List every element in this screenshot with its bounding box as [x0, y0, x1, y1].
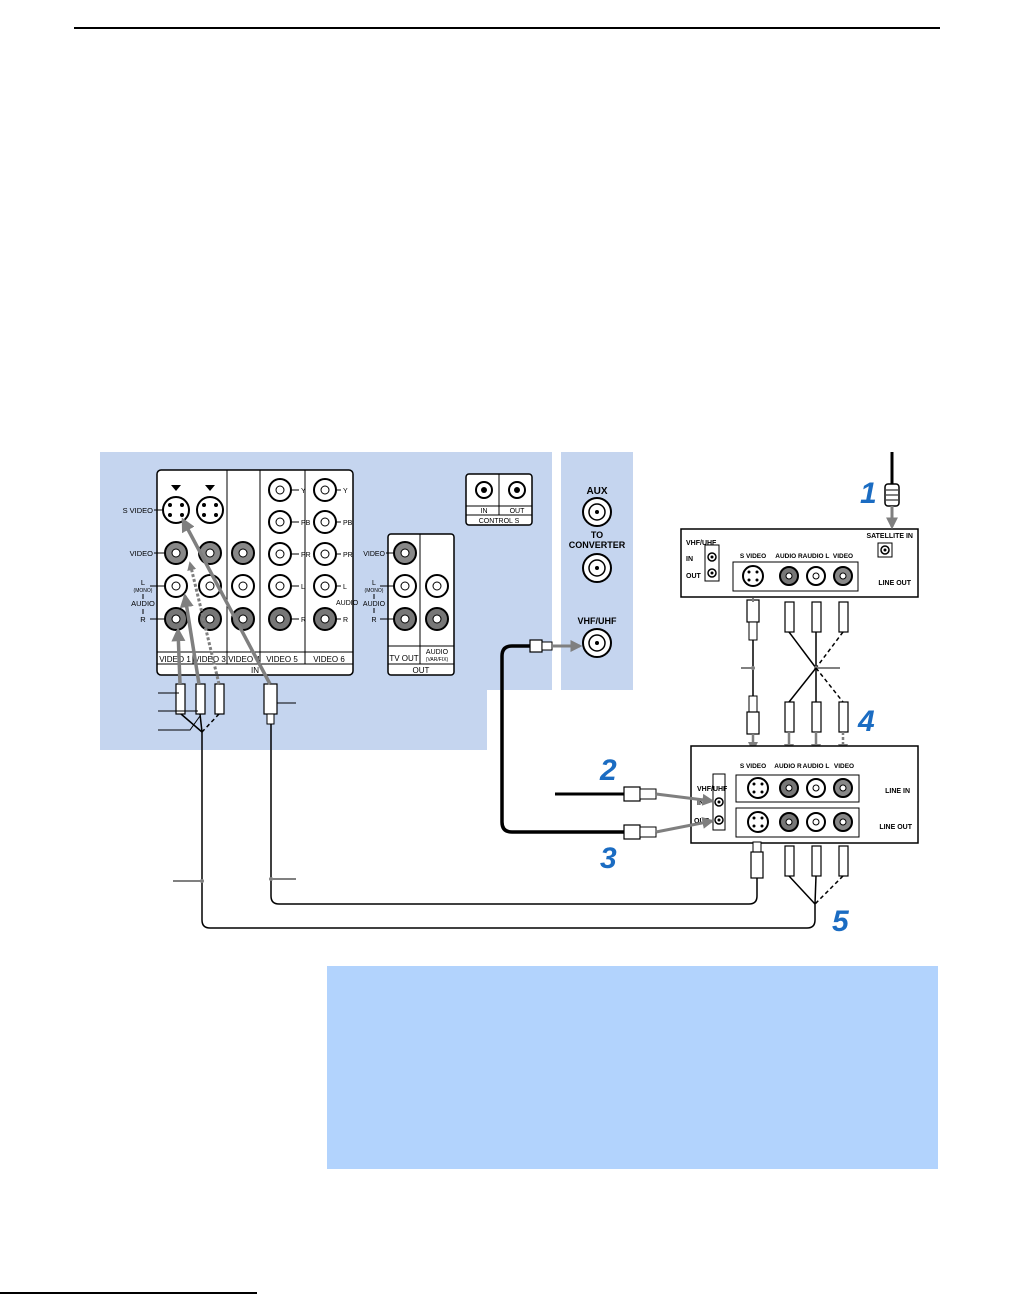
video1-label: VIDEO 1 — [159, 655, 191, 664]
sat-vhf-jacks[interactable] — [707, 552, 717, 578]
antenna-cable — [555, 786, 715, 806]
mono-label: (MONO) — [134, 588, 153, 594]
video6-label: VIDEO 6 — [313, 655, 345, 664]
out-audio-label: AUDIO — [363, 601, 386, 608]
vcr-line-out-label: LINE OUT — [879, 824, 912, 831]
video4-label: VIDEO 4 — [228, 655, 260, 664]
control-s-in-label: IN — [481, 508, 488, 515]
step-3: 3 — [600, 842, 617, 875]
vcr-audio-r-label: AUDIO R — [774, 763, 802, 770]
pb-label: PB — [301, 520, 311, 527]
vcr-audio-l-label: AUDIO L — [803, 763, 830, 770]
vcr-to-tv-rf-cable — [500, 639, 715, 840]
y-label: Y — [343, 488, 348, 495]
y-label: Y — [301, 488, 306, 495]
control-s-out-label: OUT — [510, 508, 526, 515]
vcr-video-label: VIDEO — [834, 763, 854, 770]
audio-label: AUDIO — [336, 600, 359, 607]
vhf-uhf-label: VHF/UHF — [578, 616, 617, 626]
vcr-in-label: IN — [697, 800, 704, 807]
l-label: L — [301, 584, 305, 591]
vcr-to-tv-av-cables — [173, 724, 849, 929]
video-label: VIDEO — [130, 549, 154, 558]
r-label: R — [343, 617, 348, 624]
s-video-jack[interactable] — [162, 485, 190, 524]
control-s-jacks[interactable] — [475, 481, 526, 499]
sat-line-out-jacks[interactable] — [742, 565, 853, 587]
var-fix-label: (VAR/FIX) — [426, 657, 449, 663]
s-video-jack[interactable] — [196, 485, 224, 524]
vcr-line-in-jacks[interactable] — [747, 777, 853, 799]
step-2: 2 — [599, 754, 617, 787]
note-box — [327, 966, 938, 1169]
audio-l-label: L — [141, 578, 145, 587]
vcr-vhf-uhf-label: VHF/UHF — [697, 786, 728, 793]
in-label: IN — [251, 666, 259, 675]
pr-label: PR — [301, 552, 311, 559]
top-rule — [74, 27, 940, 29]
sat-to-vcr-cables — [741, 598, 849, 754]
aux-jack[interactable] — [582, 497, 612, 527]
sat-out-label: OUT — [686, 573, 702, 580]
vcr-line-out-jacks[interactable] — [747, 811, 853, 833]
step-4: 4 — [857, 705, 875, 738]
satellite-antenna-cable — [884, 452, 900, 530]
to-label: TO — [591, 530, 603, 540]
pr-label: PR — [343, 552, 353, 559]
out-mono-label: (MONO) — [365, 588, 384, 594]
rca-jacks-outputs[interactable] — [393, 541, 449, 631]
bottom-rule — [0, 1292, 257, 1294]
out-l-label: L — [372, 580, 376, 587]
control-s-label: CONTROL S — [479, 518, 520, 525]
s-video-label: S VIDEO — [123, 506, 154, 515]
sat-video-label: VIDEO — [833, 553, 853, 560]
tv-out-label: TV OUT — [389, 654, 418, 663]
tv-output-board — [387, 533, 455, 676]
out-r-label: R — [371, 617, 376, 624]
step-1: 1 — [860, 477, 877, 510]
tv-input-plugs — [158, 517, 296, 733]
audio-r-label: R — [140, 615, 146, 624]
converter-jack[interactable] — [582, 553, 612, 583]
out-video-label: VIDEO — [363, 551, 385, 558]
audio-out-label: AUDIO — [426, 649, 449, 656]
audio-label: AUDIO — [131, 599, 155, 608]
video5-label: VIDEO 5 — [266, 655, 298, 664]
sat-audio-l-label: AUDIO L — [803, 553, 830, 560]
vcr-vhf-jacks[interactable] — [714, 797, 724, 825]
step-5: 5 — [832, 905, 850, 938]
converter-label: CONVERTER — [569, 540, 626, 550]
video3-label: VIDEO 3 — [194, 655, 226, 664]
aux-label: AUX — [586, 486, 607, 497]
sat-in-label: IN — [686, 556, 693, 563]
sat-s-video-label: S VIDEO — [740, 553, 766, 560]
vhf-uhf-jack[interactable] — [582, 628, 612, 658]
pb-label: PB — [343, 520, 353, 527]
satellite-in-jack[interactable] — [877, 542, 893, 558]
out-label: OUT — [413, 666, 430, 675]
vcr-line-in-label: LINE IN — [885, 788, 910, 795]
l-label: L — [343, 584, 347, 591]
r-label: R — [301, 617, 306, 624]
vcr-s-video-label: S VIDEO — [740, 763, 766, 770]
sat-audio-r-label: AUDIO R — [775, 553, 803, 560]
jack-label-leaders — [150, 489, 341, 620]
sat-vhf-uhf-label: VHF/UHF — [686, 540, 717, 547]
satellite-in-label: SATELLITE IN — [866, 533, 913, 540]
sat-line-out-label: LINE OUT — [878, 580, 911, 587]
